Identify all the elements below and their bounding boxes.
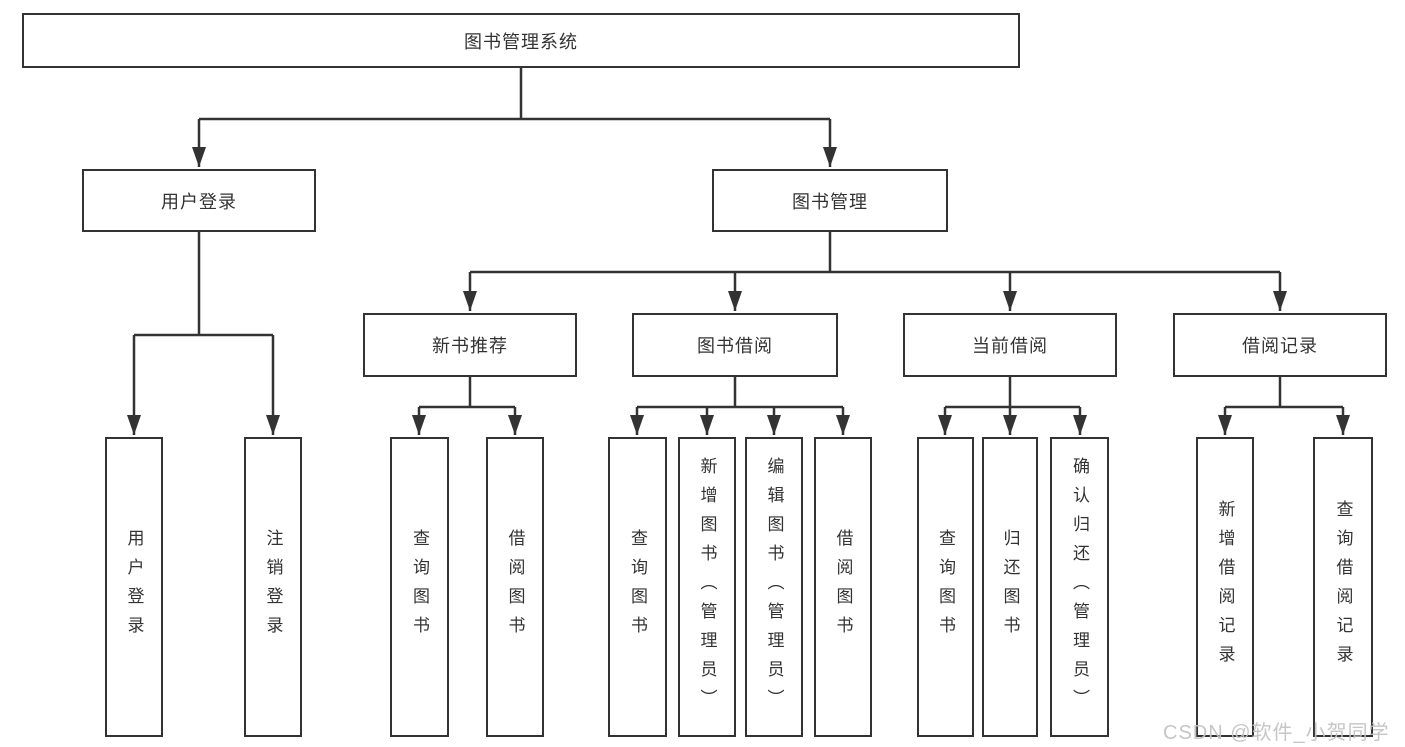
node-current-borrowing: 当前借阅 [903,313,1117,377]
leaf-add-books-admin: 新增图书（管理员） [678,437,736,737]
leaf-edit-books-admin: 编辑图书（管理员） [745,437,803,737]
leaf-query-books: 查询图书 [608,437,667,737]
csdn-watermark: CSDN @软件_小贺同学 [1163,722,1390,744]
leaf-borrow-books: 借阅图书 [486,437,544,737]
node-user-login: 用户登录 [82,169,316,232]
node-new-book-recommendation: 新书推荐 [363,313,577,377]
node-borrowing-records: 借阅记录 [1173,313,1387,377]
leaf-query-books: 查询图书 [917,437,974,737]
leaf-confirm-return-admin: 确认归还（管理员） [1050,437,1109,737]
node-book-management: 图书管理 [712,169,948,232]
leaf-return-books: 归还图书 [982,437,1038,737]
leaf-query-borrow-record: 查询借阅记录 [1313,437,1373,737]
leaf-query-books: 查询图书 [390,437,449,737]
leaf-borrow-books: 借阅图书 [814,437,872,737]
leaf-add-borrow-record: 新增借阅记录 [1196,437,1254,737]
node-book-borrowing: 图书借阅 [632,313,838,377]
leaf-user-login: 用户登录 [105,437,163,737]
leaf-logout: 注销登录 [244,437,302,737]
node-library-management-system: 图书管理系统 [22,13,1020,68]
